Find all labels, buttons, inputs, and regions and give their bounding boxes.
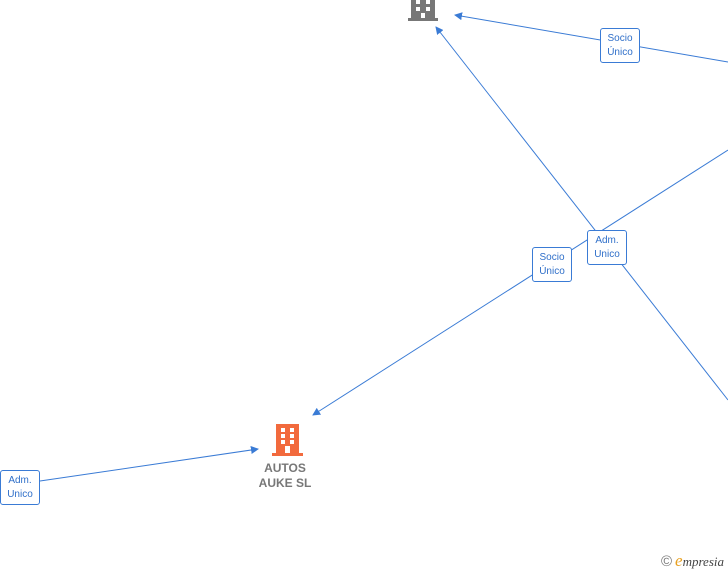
edge-left-to-main-company (39, 446, 259, 482)
edge-label-line2: Único (607, 47, 633, 58)
copyright-icon: © (660, 553, 673, 570)
edge-top-right-to-top-company (454, 12, 728, 63)
building-icon (272, 424, 303, 456)
edge-label-left-adm-unico[interactable]: Adm. Unico (0, 470, 40, 505)
edge-bottom-right-to-top-company (435, 26, 728, 401)
edge-label-line2: Unico (594, 249, 620, 260)
edge-label-line1: Adm. (595, 235, 619, 246)
edge-label-line1: Adm. (8, 475, 32, 486)
edge-label-middle-adm-unico[interactable]: Adm. Unico (587, 230, 627, 265)
edge-label-top-socio-unico[interactable]: Socio Único (600, 28, 640, 63)
building-icon (408, 0, 438, 21)
edge-label-line1: Socio (539, 252, 565, 263)
main-company-name[interactable]: AUTOS AUKE SL (245, 461, 325, 491)
edge-label-line1: Socio (607, 33, 633, 44)
empresia-logo-initial: e (675, 551, 683, 570)
main-company-node[interactable] (272, 424, 303, 456)
empresia-logo-text: mpresia (682, 554, 724, 569)
company-name-line2: AUKE SL (258, 476, 312, 490)
top-company-node[interactable] (408, 0, 438, 21)
empresia-watermark: ©empresia (661, 551, 724, 571)
company-name-line1: AUTOS (264, 461, 306, 475)
edge-label-line2: Unico (7, 489, 33, 500)
edge-label-line2: Único (539, 266, 565, 277)
edge-label-middle-socio-unico[interactable]: Socio Único (532, 247, 572, 282)
edge-right-to-main-company (312, 149, 728, 416)
